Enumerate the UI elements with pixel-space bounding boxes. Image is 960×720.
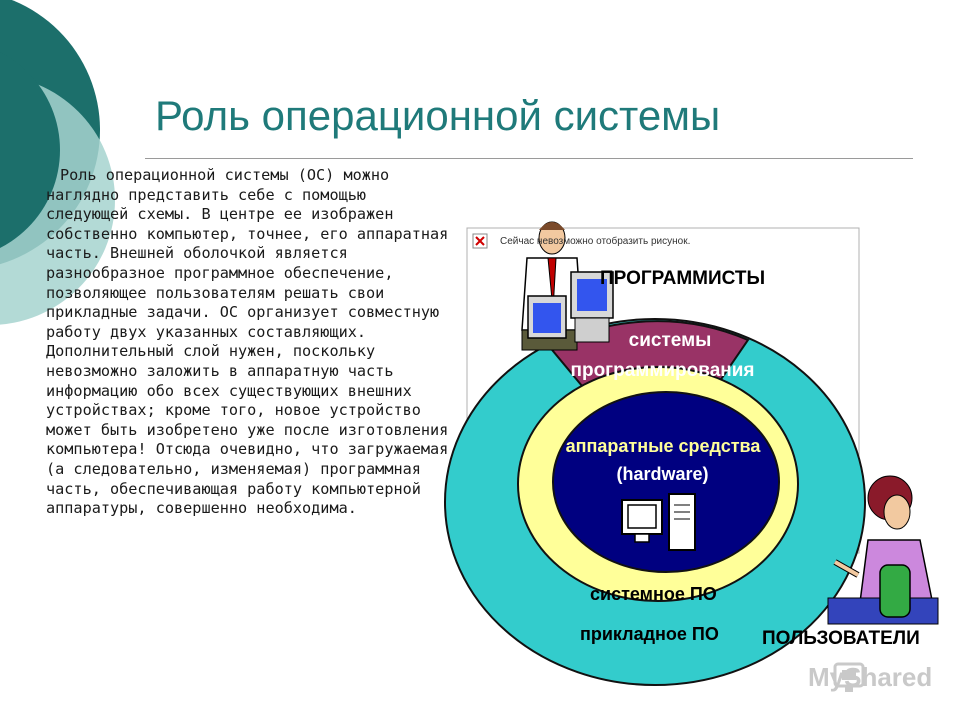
broken-image-icon <box>472 233 488 249</box>
label-hardware-line2: (hardware) <box>616 464 709 484</box>
watermark-text: MyShared <box>808 662 933 692</box>
label-sys-prog-line1: системы <box>628 330 712 351</box>
decorative-circles <box>0 0 115 325</box>
watermark-logo-icon <box>833 662 865 692</box>
computer-icon <box>621 493 696 551</box>
label-system-sw: системное ПО <box>590 584 717 604</box>
diagram-graphic <box>444 221 939 686</box>
title-divider <box>145 158 913 159</box>
label-sys-prog-line2: программирования <box>570 360 755 381</box>
programmer-figure-icon <box>521 221 614 351</box>
page-title: Роль операционной системы <box>155 92 721 139</box>
label-programmers: ПРОГРАММИСТЫ <box>600 268 766 289</box>
os-role-diagram <box>440 200 960 720</box>
label-users: ПОЛЬЗОВАТЕЛИ <box>762 628 920 649</box>
label-app-sw: прикладное ПО <box>580 624 719 644</box>
core-hardware <box>552 391 780 573</box>
broken-image-text: Сейчас невозможно отобразить рисунок. <box>500 236 691 247</box>
label-hardware-line1: аппаратные средства <box>565 436 761 456</box>
user-figure-icon <box>827 475 939 625</box>
body-paragraph: Роль операционной системы (ОС) можно наг… <box>46 166 449 518</box>
